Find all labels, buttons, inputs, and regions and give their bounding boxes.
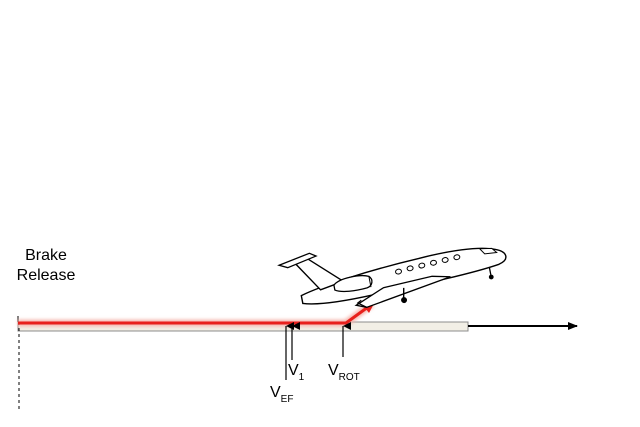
v1-label-sub: 1 [298, 372, 305, 383]
vrot-label-v: V [328, 362, 339, 379]
brake-release-line1: Brake [25, 247, 67, 264]
vef-label-sub: EF [280, 394, 294, 405]
brake-release-line2: Release [16, 267, 76, 284]
v1-label: V1 [288, 361, 304, 383]
vef-label-v: V [270, 384, 281, 401]
vrot-label-sub: ROT [338, 372, 360, 383]
vrot-label: VROT [328, 361, 360, 383]
ground-roll-glow [18, 301, 375, 327]
v1-label-v: V [288, 362, 299, 379]
vef-label: VEF [270, 383, 293, 405]
business-jet-icon [277, 247, 507, 308]
brake-release-label: Brake Release [10, 246, 82, 286]
